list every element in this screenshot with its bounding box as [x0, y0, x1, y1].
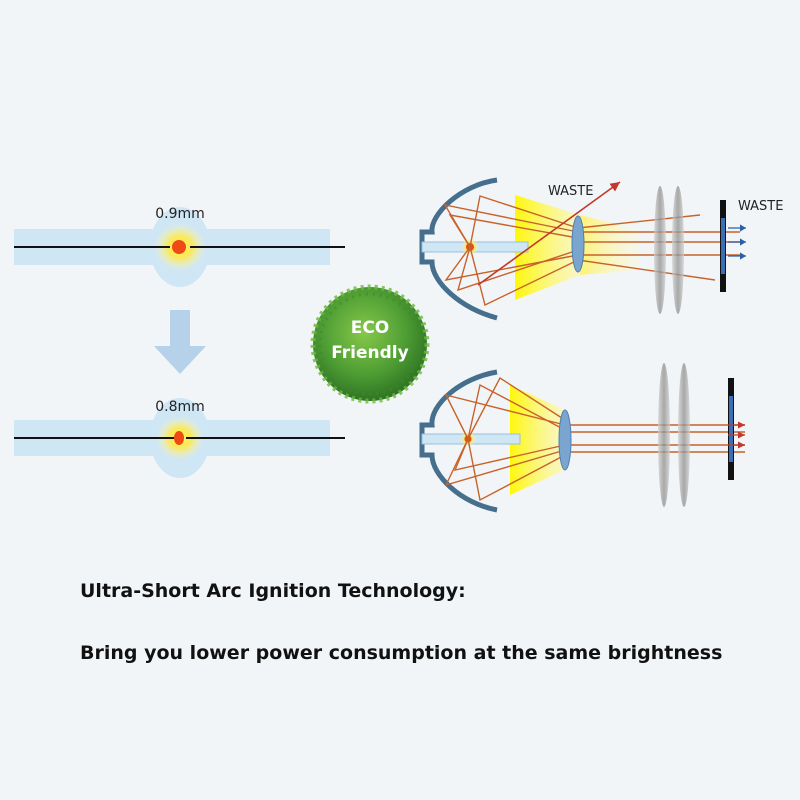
output-arrows-top — [728, 224, 746, 260]
waste-label-right: WASTE — [738, 199, 783, 214]
aperture-bottom — [558, 409, 572, 471]
beam-cone-top — [515, 195, 580, 300]
optics-bottom — [419, 363, 745, 513]
target-window-bottom — [729, 396, 733, 462]
beam-cone-bottom — [510, 385, 565, 495]
waste-ray-top — [477, 181, 621, 286]
down-arrow-icon — [154, 310, 206, 374]
lens-bottom-1 — [658, 363, 670, 507]
lens-bottom-2 — [678, 363, 690, 507]
gap-label-bottom: 0.8mm — [155, 399, 205, 415]
arc-core-bottom — [174, 431, 184, 445]
target-window-top — [721, 218, 725, 274]
eco-label-line1: ECO — [351, 318, 390, 338]
optics-top: WASTE WASTE — [419, 177, 783, 321]
caption-title: Ultra-Short Arc Ignition Technology: — [80, 580, 466, 602]
eco-label-line2: Friendly — [331, 343, 408, 363]
arc-tube-bottom — [14, 398, 345, 478]
arc-tube-top — [14, 207, 345, 287]
lens-top-1 — [654, 186, 666, 314]
eco-friendly-badge: ECO Friendly — [310, 284, 430, 404]
waste-label-left: WASTE — [548, 184, 593, 199]
caption-subtitle: Bring you lower power consumption at the… — [80, 642, 723, 664]
aperture-top — [571, 215, 585, 273]
gap-label-top: 0.9mm — [155, 206, 205, 222]
arc-core-top — [172, 240, 186, 254]
output-arrows-bottom — [728, 421, 745, 449]
lens-top-2 — [672, 186, 684, 314]
rays-bottom — [444, 376, 745, 502]
beam-spread-top — [580, 215, 640, 275]
